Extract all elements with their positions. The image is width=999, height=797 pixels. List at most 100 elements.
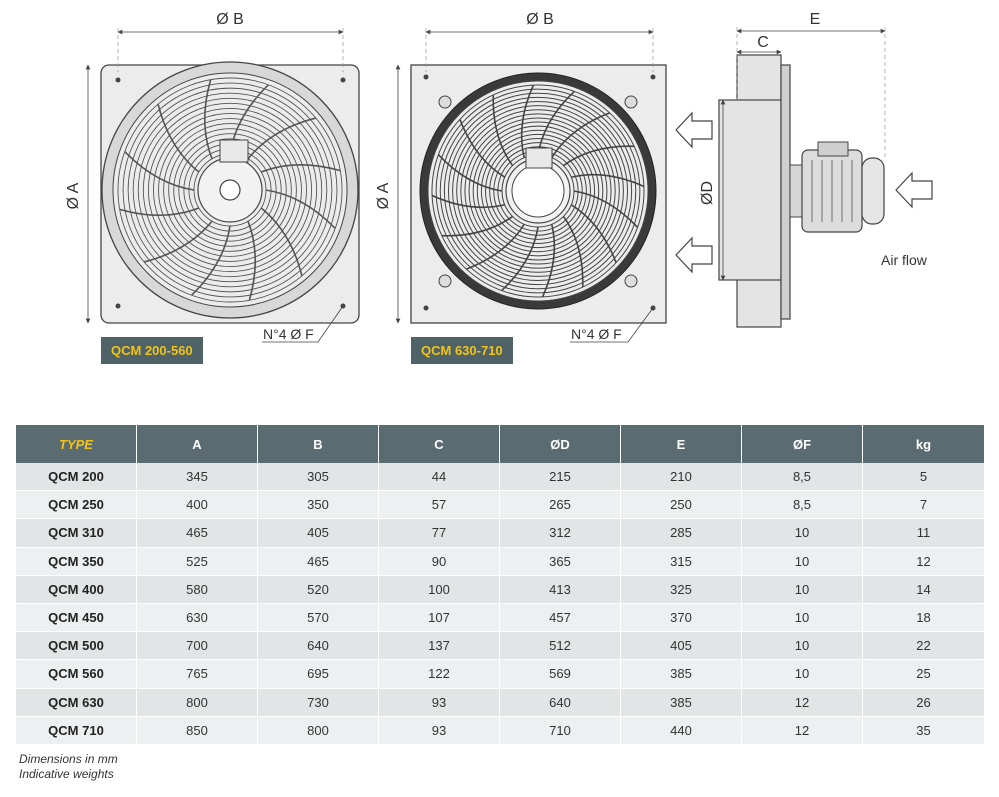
value-cell: 800 [257,716,379,745]
dim-b-label-2: Ø B [526,11,554,28]
value-cell: 520 [257,575,379,604]
value-cell: 800 [136,688,258,717]
value-cell: 695 [257,659,379,689]
value-cell: 250 [620,490,742,520]
value-cell: 465 [136,518,258,548]
value-cell: 405 [620,631,742,661]
value-cell: 580 [136,575,258,604]
column-header-6: ØF [741,425,863,463]
type-cell: QCM 310 [16,518,137,548]
dim-d-label: ØD [699,181,716,205]
value-cell: 7 [862,490,984,520]
value-cell: 465 [257,547,379,576]
value-cell: 400 [136,490,258,520]
column-header-3: C [378,425,500,463]
value-cell: 413 [499,575,621,604]
type-cell: QCM 630 [16,688,137,717]
value-cell: 730 [257,688,379,717]
type-cell: QCM 450 [16,603,137,633]
value-cell: 10 [741,547,863,576]
value-cell: 385 [620,659,742,689]
value-cell: 370 [620,603,742,633]
value-cell: 365 [499,547,621,576]
dim-e-label: E [810,11,821,28]
value-cell: 77 [378,518,500,548]
value-cell: 14 [862,575,984,604]
dim-c-label: C [757,34,769,51]
dim-a-label-1: Ø A [65,182,82,209]
airflow-label: Air flow [881,252,928,268]
value-cell: 700 [136,631,258,661]
footnotes: Dimensions in mm Indicative weights [19,752,118,782]
airflow-arrow-icon [675,111,713,149]
value-cell: 26 [862,688,984,717]
value-cell: 57 [378,490,500,520]
value-cell: 35 [862,716,984,745]
value-cell: 12 [862,547,984,576]
holes-label-2: N°4 Ø F [571,326,622,342]
value-cell: 10 [741,659,863,689]
type-cell: QCM 350 [16,547,137,576]
value-cell: 93 [378,688,500,717]
value-cell: 25 [862,659,984,689]
value-cell: 512 [499,631,621,661]
value-cell: 525 [136,547,258,576]
front-view-small: Ø B Ø A N°4 Ø F [65,11,360,343]
value-cell: 765 [136,659,258,689]
value-cell: 12 [741,688,863,717]
value-cell: 570 [257,603,379,633]
front-view-large: Ø B Ø A N°4 Ø F [375,11,667,343]
note-weights: Indicative weights [19,767,114,781]
dim-a-label-2: Ø A [375,182,392,209]
value-cell: 640 [257,631,379,661]
value-cell: 630 [136,603,258,633]
dim-b-label-1: Ø B [216,11,244,28]
value-cell: 90 [378,547,500,576]
value-cell: 137 [378,631,500,661]
column-header-0: TYPE [16,425,137,463]
badge-small-range: QCM 200-560 [101,337,203,364]
value-cell: 107 [378,603,500,633]
value-cell: 850 [136,716,258,745]
column-header-5: E [620,425,742,463]
value-cell: 8,5 [741,463,863,492]
fan-drawings: Ø B Ø A N°4 Ø F Ø B Ø A N°4 Ø F [65,11,933,343]
type-cell: QCM 560 [16,659,137,689]
type-cell: QCM 400 [16,575,137,604]
type-cell: QCM 250 [16,490,137,520]
type-cell: QCM 500 [16,631,137,661]
value-cell: 405 [257,518,379,548]
value-cell: 5 [862,463,984,492]
value-cell: 265 [499,490,621,520]
value-cell: 210 [620,463,742,492]
column-header-2: B [257,425,379,463]
value-cell: 10 [741,518,863,548]
type-cell: QCM 710 [16,716,137,745]
airflow-arrow-icon [675,236,713,274]
airflow-arrow-icon [895,171,933,209]
value-cell: 10 [741,575,863,604]
note-dimensions: Dimensions in mm [19,752,118,766]
value-cell: 640 [499,688,621,717]
value-cell: 12 [741,716,863,745]
value-cell: 18 [862,603,984,633]
holes-label-1: N°4 Ø F [263,326,314,342]
value-cell: 10 [741,631,863,661]
side-view: C E ØD Air flow [675,11,933,328]
type-cell: QCM 200 [16,463,137,492]
badge-large-range: QCM 630-710 [411,337,513,364]
value-cell: 385 [620,688,742,717]
value-cell: 325 [620,575,742,604]
value-cell: 122 [378,659,500,689]
value-cell: 457 [499,603,621,633]
